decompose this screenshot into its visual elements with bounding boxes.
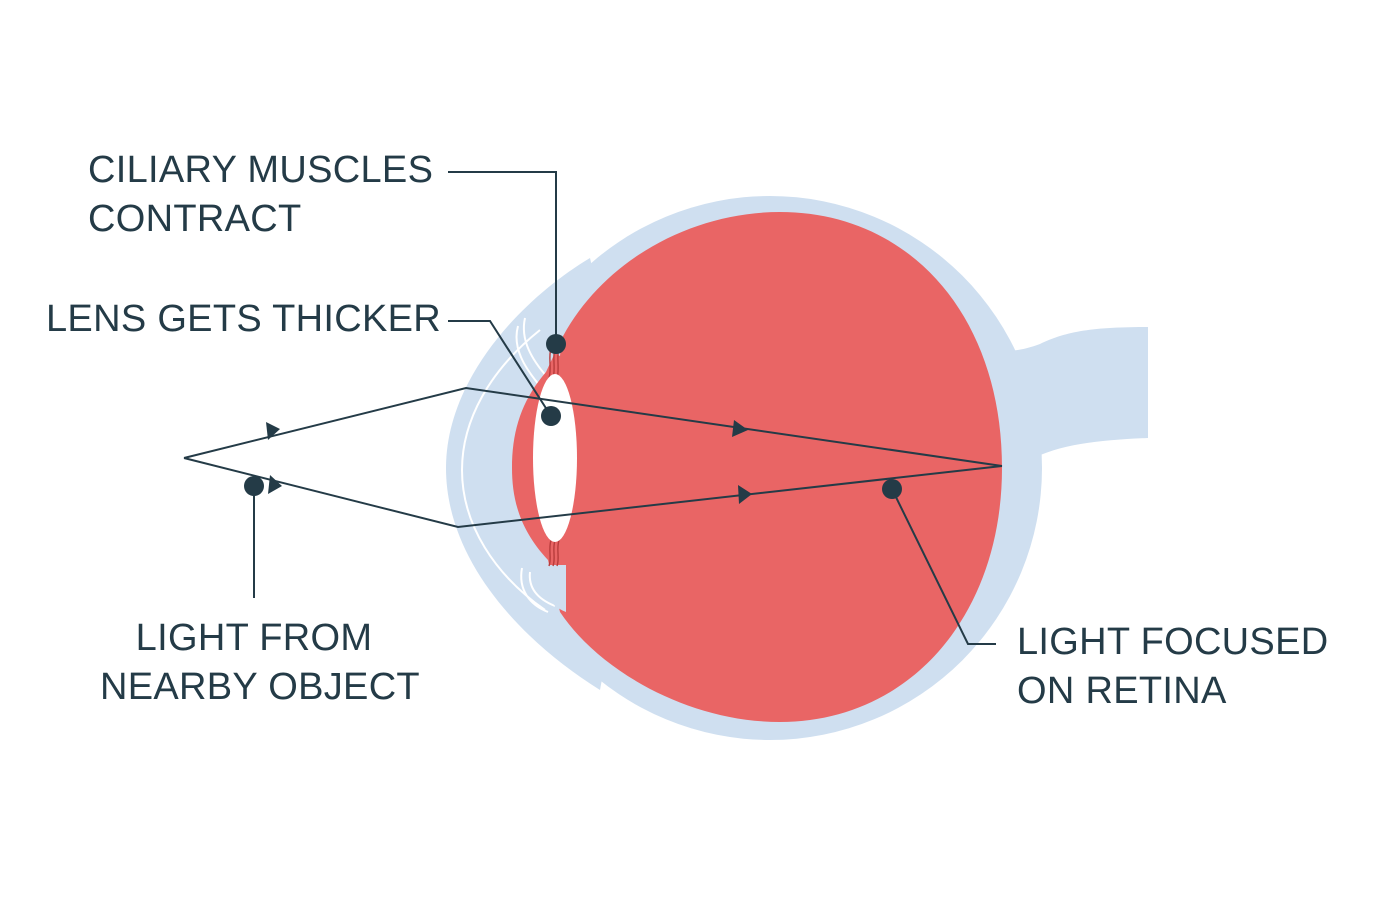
ciliary-muscles-label: CILIARY MUSCLES CONTRACT: [88, 146, 433, 244]
light-from-label-line1: LIGHT FROM: [135, 617, 373, 659]
light-focused-leader: [891, 488, 996, 645]
upper-ray: [183, 386, 1003, 467]
light-focused-label-line1: LIGHT FOCUSED: [1017, 621, 1329, 663]
arrowhead-upper-left: [266, 422, 280, 440]
optic-nerve: [985, 327, 1148, 470]
arrowhead-lower-left: [268, 475, 282, 494]
ciliary-leader: [448, 171, 557, 344]
arrowhead-lower-right: [738, 485, 752, 504]
light-from-label-line2: NEARBY OBJECT: [100, 666, 420, 708]
ciliary-muscles-label-line1: CILIARY MUSCLES: [88, 149, 434, 191]
light-focused-marker-icon: [882, 479, 902, 499]
lens-label: LENS GETS THICKER: [46, 295, 442, 344]
cornea-outline: [460, 317, 556, 613]
lens-marker-icon: [541, 406, 561, 426]
eyeball-interior: [512, 212, 1002, 722]
lens-label-line1: LENS GETS THICKER: [46, 298, 442, 340]
light-from-label: LIGHT FROM NEARBY OBJECT: [100, 614, 420, 712]
iris-lower: [544, 565, 566, 612]
lens-leader: [448, 320, 552, 417]
ray-arrowheads: [266, 420, 752, 504]
callout-markers: [244, 334, 902, 499]
callout-lines: [253, 171, 996, 645]
light-from-marker-icon: [244, 476, 264, 496]
ciliary-marker-icon: [546, 334, 566, 354]
light-focused-label-line2: ON RETINA: [1017, 670, 1227, 712]
ciliary-muscles-label-line2: CONTRACT: [88, 198, 302, 240]
light-focused-label: LIGHT FOCUSED ON RETINA: [1017, 618, 1328, 716]
arrowhead-upper-right: [732, 420, 748, 437]
